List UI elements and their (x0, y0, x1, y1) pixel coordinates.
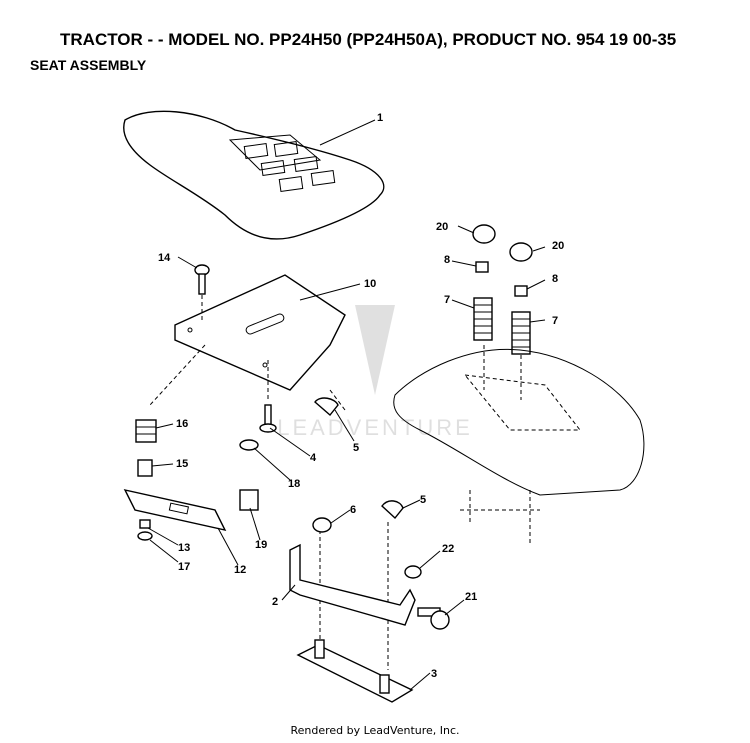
bolt-4 (259, 404, 277, 433)
nut-13 (139, 519, 151, 529)
slide-rail-12 (123, 488, 227, 532)
page-title: TRACTOR - - MODEL NO. PP24H50 (PP24H50A)… (60, 30, 677, 49)
callout-1: 1 (377, 112, 383, 124)
callout-3: 3 (431, 668, 437, 680)
callout-16: 16 (176, 418, 188, 430)
nut-22 (404, 565, 422, 579)
mounting-bracket-2 (289, 543, 416, 626)
callout-15: 15 (176, 458, 188, 470)
callout-12: 12 (234, 564, 246, 576)
callout-8a: 8 (444, 254, 450, 266)
callout-20a: 20 (436, 221, 448, 233)
callout-5a: 5 (353, 442, 359, 454)
section-subtitle: SEAT ASSEMBLY (30, 57, 147, 73)
washer-17 (137, 531, 153, 541)
bumper-20 (472, 224, 533, 262)
watermark-logo: LEADVENTURE (277, 305, 473, 440)
washer-18 (239, 439, 259, 451)
clip-5a (314, 397, 339, 417)
knob-19 (239, 489, 259, 511)
callout-8b: 8 (552, 273, 558, 285)
assembly-guides (149, 295, 522, 670)
callout-22: 22 (442, 543, 454, 555)
callout-13: 13 (178, 542, 190, 554)
clip-5b (381, 500, 404, 520)
spacer-6 (312, 517, 332, 533)
bolt-8 (475, 261, 528, 297)
callout-10: 10 (364, 278, 376, 290)
callout-5b: 5 (420, 494, 426, 506)
seat-part (123, 110, 385, 240)
callout-2: 2 (272, 596, 278, 608)
callout-18: 18 (288, 478, 300, 490)
callout-20b: 20 (552, 240, 564, 252)
callout-7a: 7 (444, 294, 450, 306)
footer-credit: Rendered by LeadVenture, Inc. (290, 724, 460, 737)
callout-6: 6 (350, 504, 356, 516)
seat-pan-part (174, 274, 346, 391)
spacer-15 (137, 459, 153, 477)
spring-7 (473, 297, 531, 355)
callout-7b: 7 (552, 315, 558, 327)
callout-17: 17 (178, 561, 190, 573)
leader-lines (147, 119, 546, 691)
callout-21: 21 (465, 591, 477, 603)
plate-3 (296, 639, 414, 703)
fender-outline (393, 348, 645, 545)
callout-14: 14 (158, 252, 171, 264)
watermark-text: LEADVENTURE (277, 415, 473, 440)
callout-4: 4 (310, 452, 317, 464)
bolt-21 (417, 607, 450, 630)
carriage-bolt-14 (194, 264, 210, 295)
callout-labels: 1 20 20 14 10 8 8 7 7 16 15 5 4 18 6 5 1… (158, 112, 564, 680)
callout-19: 19 (255, 539, 267, 551)
spring-16 (135, 419, 157, 443)
